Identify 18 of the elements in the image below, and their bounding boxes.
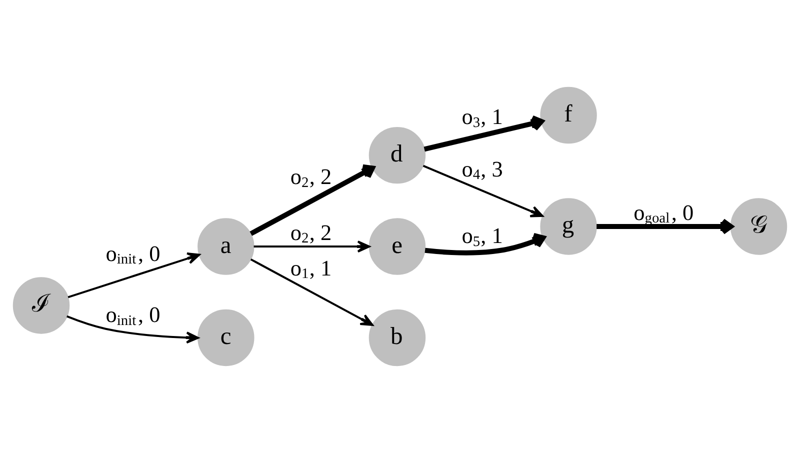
node-circle: d [368,126,426,184]
arrow [250,164,375,236]
node-circle: e [368,218,426,274]
node-circle: f [540,86,597,144]
arrow [424,114,544,152]
arrow [596,218,734,234]
arrow [250,258,374,326]
arrow [424,232,546,255]
node-circle: g [540,198,597,254]
node-circle: b [368,308,426,366]
arrow [422,164,544,217]
node-circle: c [198,308,254,366]
arrow [254,240,370,252]
node-circle: ℐ [12,276,70,334]
arrow [66,314,200,344]
node-circle: a [198,218,254,274]
node-circle: 𝒢 [730,198,788,254]
arrow [68,252,200,298]
